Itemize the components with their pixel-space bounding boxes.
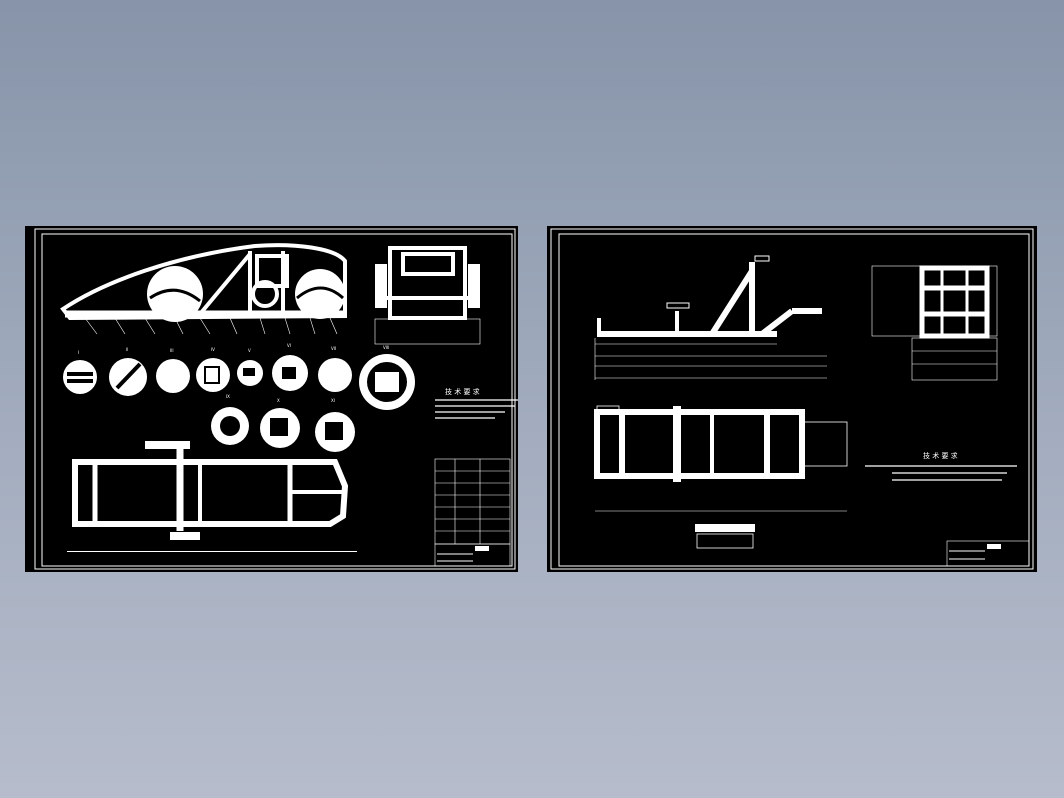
section-views-row2 (211, 407, 355, 452)
technical-notes-lines-left (435, 399, 518, 419)
vehicle-front-view (375, 246, 480, 320)
section-label-2: II (126, 347, 128, 352)
drawing-sheet-right: 技 术 要 求 (547, 226, 1037, 572)
drawing-right-canvas: 技 术 要 求 (550, 228, 1034, 570)
end-view-dimension-lines (871, 265, 998, 381)
chassis-dimension-line (67, 551, 357, 552)
section-label-5: V (248, 348, 251, 353)
chassis-axle-bottom (170, 532, 200, 540)
section-label-3: III (170, 348, 174, 353)
frame-side-elevation (597, 262, 822, 337)
drawing-sheet-left: I II III IV V VI VII VIII IX X XI 技 术 要 … (25, 226, 518, 572)
inner-frame-right (558, 233, 1030, 567)
parts-list-table (434, 458, 511, 545)
plan-view-extension (801, 421, 848, 467)
section-label-8: VIII (383, 345, 389, 350)
section-label-6: VI (287, 343, 291, 348)
section-views-row1 (63, 354, 415, 410)
elevation-dimension-lines (594, 338, 827, 380)
elevation-tag (666, 302, 690, 309)
section-label-1: I (78, 350, 79, 355)
outer-frame-right (550, 228, 1034, 570)
section-label-4: IV (211, 347, 215, 352)
section-labels: I II III IV V VI VII VIII IX X XI (78, 343, 389, 403)
drawing-left-canvas: I II III IV V VI VII VIII IX X XI 技 术 要 … (34, 228, 518, 570)
frame-plan-view (594, 406, 805, 482)
section-label-9: IX (226, 394, 230, 399)
side-view-wheels (147, 266, 345, 322)
elevation-top-tag (754, 255, 770, 262)
front-view-dimension-box (374, 318, 481, 345)
section-label-10: X (277, 398, 280, 403)
outer-frame (34, 228, 516, 570)
frame-end-view (919, 265, 990, 339)
technical-notes-heading-right: 技 术 要 求 (923, 451, 958, 460)
section-label-7: VII (331, 346, 336, 351)
title-block-left (434, 543, 511, 567)
chassis-axle-top (145, 441, 190, 449)
technical-notes-heading-left: 技 术 要 求 (445, 387, 480, 396)
technical-notes-lines-right (865, 465, 1017, 481)
side-view-leader-lines (84, 317, 338, 335)
chassis-plan-view (72, 446, 349, 531)
title-block-right (946, 540, 1030, 567)
detail-callout (695, 524, 755, 549)
vehicle-side-view (60, 243, 347, 321)
section-label-11: XI (331, 398, 335, 403)
plan-view-tag (596, 405, 620, 411)
